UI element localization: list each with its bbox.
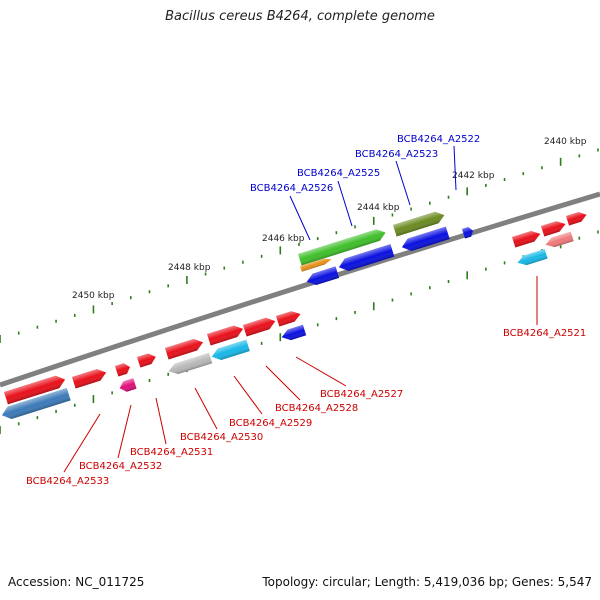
leader-line [337, 180, 353, 227]
gene-arrow-shade [168, 352, 213, 375]
gene-label-a2530[interactable]: BCB4264_A2530 [180, 432, 263, 443]
ruler-outer [0, 148, 599, 343]
leader-line [155, 397, 167, 445]
gene-arrow[interactable] [512, 229, 542, 248]
gene-arrow[interactable] [462, 226, 475, 239]
gene-arrow-shade [165, 338, 204, 360]
gene-arrow[interactable] [118, 378, 137, 393]
gene-arrow-shade [512, 230, 541, 248]
gene-arrow[interactable] [210, 339, 250, 363]
gene-arrow-shade [306, 266, 340, 286]
gene-arrow-shade [393, 211, 445, 237]
gene-arrow[interactable] [400, 226, 450, 254]
gene-arrow-shade [541, 221, 566, 237]
gene-arrow-shade [298, 229, 386, 266]
genome-backbone [0, 191, 600, 388]
gene-arrow[interactable] [167, 352, 213, 377]
gene-arrow[interactable] [207, 323, 245, 346]
leader-line [117, 404, 132, 459]
gene-label-a2528[interactable]: BCB4264_A2528 [275, 403, 358, 414]
gene-label-a2526[interactable]: BCB4264_A2526 [250, 183, 333, 194]
gene-arrow[interactable] [541, 219, 567, 237]
gene-arrow-shade [1, 387, 71, 419]
gene-arrow[interactable] [337, 244, 395, 273]
leader-line [194, 387, 218, 430]
leader-line [265, 365, 301, 401]
map-title: Bacillus cereus B4264, complete genome [165, 9, 435, 24]
gene-arrow[interactable] [566, 210, 588, 226]
gene-arrow[interactable] [137, 352, 157, 368]
gene-arrow-shade [72, 369, 107, 389]
gene-arrow-shade [281, 324, 307, 341]
footer-accession: Accession: NC_011725 [8, 575, 145, 589]
gene-arrow[interactable] [516, 248, 548, 268]
gene-arrow-shade [566, 212, 587, 226]
gene-arrow-shade [462, 227, 474, 239]
gene-arrow-shade [545, 231, 574, 248]
gene-label-a2531[interactable]: BCB4264_A2531 [130, 447, 213, 458]
leader-line [63, 413, 101, 473]
gene-arrow[interactable] [4, 373, 67, 405]
ruler-label-2446: 2446 kbp [262, 234, 305, 244]
gene-arrow-shade [211, 339, 250, 361]
leader-line [395, 160, 411, 206]
gene-arrow[interactable] [243, 315, 277, 337]
gene-arrow[interactable] [165, 337, 205, 360]
gene-arrow[interactable] [280, 324, 307, 343]
gene-arrow[interactable] [72, 367, 108, 389]
gene-arrow-shade [243, 317, 276, 337]
gene-label-a2529[interactable]: BCB4264_A2529 [229, 418, 312, 429]
gene-arrow-shade [276, 311, 301, 327]
leader-line [233, 375, 263, 415]
gene-arrow[interactable] [393, 209, 446, 237]
leader-line [289, 195, 311, 241]
gene-arrow-shade [119, 378, 137, 392]
ruler-label-2440: 2440 kbp [544, 137, 587, 147]
gene-arrow-shade [137, 353, 156, 368]
gene-arrow[interactable] [276, 309, 302, 327]
gene-arrow-shade [401, 226, 450, 251]
gene-label-a2533[interactable]: BCB4264_A2533 [26, 476, 109, 487]
leader-line [453, 145, 457, 191]
gene-label-a2527[interactable]: BCB4264_A2527 [320, 389, 403, 400]
gene-arrow-shade [517, 248, 548, 266]
ruler-label-2450: 2450 kbp [72, 291, 115, 301]
ruler-label-2442: 2442 kbp [452, 171, 495, 181]
gene-arrow-shade [207, 325, 244, 346]
gene-label-a2525[interactable]: BCB4264_A2525 [297, 168, 380, 179]
label-leaders [63, 145, 538, 473]
ruler-label-2444: 2444 kbp [357, 203, 400, 213]
gene-arrow[interactable] [115, 362, 132, 377]
gene-arrow-shade [300, 258, 332, 272]
gene-label-a2521[interactable]: BCB4264_A2521 [503, 328, 586, 339]
gene-arrow[interactable] [300, 256, 332, 272]
gene-arrow-shade [4, 375, 66, 405]
gene-arrow-shade [338, 244, 395, 271]
leader-line [295, 356, 347, 387]
gene-features [0, 209, 588, 421]
gene-arrow[interactable] [544, 231, 574, 250]
gene-arrow[interactable] [298, 227, 387, 266]
gene-arrow[interactable] [305, 266, 340, 287]
gene-label-a2522[interactable]: BCB4264_A2522 [397, 134, 480, 145]
gene-arrow-shade [115, 363, 131, 377]
ruler-label-2448: 2448 kbp [168, 263, 211, 273]
gene-arrow[interactable] [0, 387, 71, 421]
gene-label-a2523[interactable]: BCB4264_A2523 [355, 149, 438, 160]
gene-label-a2532[interactable]: BCB4264_A2532 [79, 461, 162, 472]
footer-topology: Topology: circular; Length: 5,419,036 bp… [262, 575, 592, 589]
